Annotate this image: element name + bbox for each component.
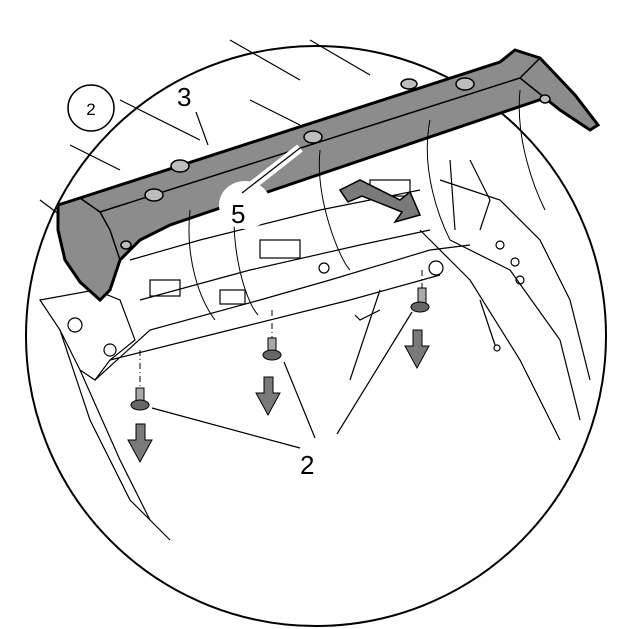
spoiler-mount-studs xyxy=(120,77,551,250)
down-arrow-icon xyxy=(127,423,153,464)
step-badge-number: 2 xyxy=(86,100,95,119)
bolt-right xyxy=(404,270,430,370)
spoiler-body xyxy=(56,48,601,303)
vehicle-body-lines xyxy=(38,39,591,541)
removal-direction-arrow xyxy=(338,179,422,224)
step-badge: 2 xyxy=(67,84,115,132)
down-arrow-icon xyxy=(404,329,430,370)
bolt-left xyxy=(127,350,153,464)
callout-label-2: 2 xyxy=(300,450,314,480)
clip-callout: 5 xyxy=(219,144,303,229)
detail-circle xyxy=(25,45,607,627)
bolt-callout: 2 xyxy=(151,311,413,480)
bolt-center xyxy=(255,310,282,417)
spoiler-callout: 3 xyxy=(177,82,209,146)
callout-label-5: 5 xyxy=(231,199,245,229)
callout-label-3: 3 xyxy=(177,82,191,112)
down-arrow-icon xyxy=(255,376,281,417)
bolts xyxy=(127,270,430,464)
